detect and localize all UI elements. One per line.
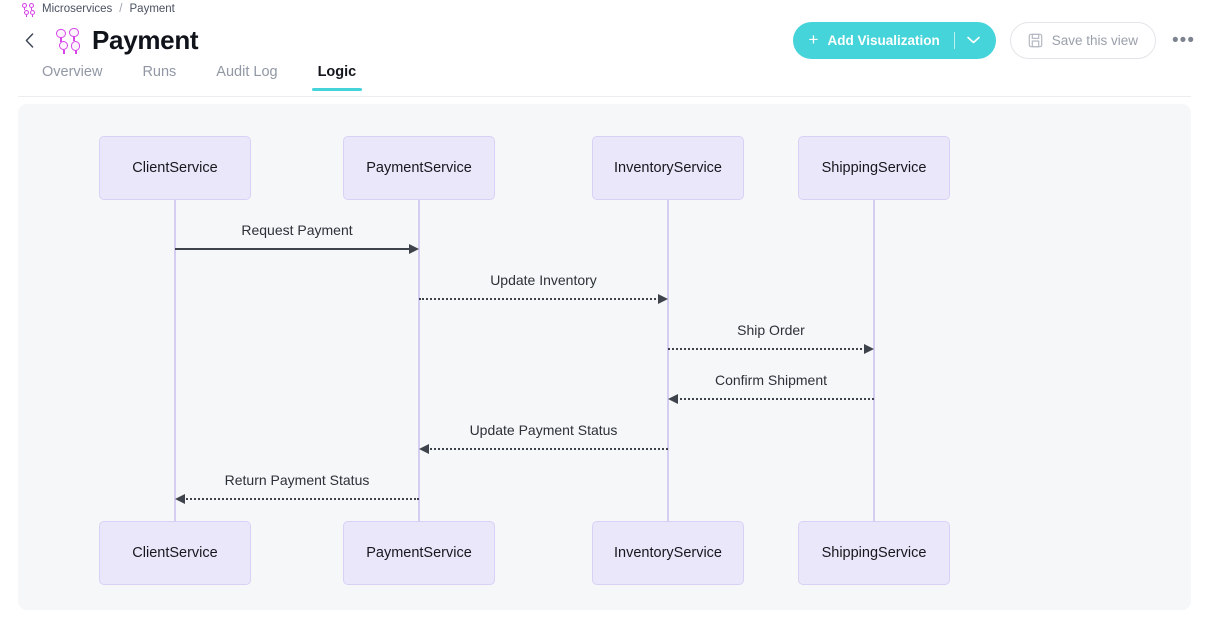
- tab-bar: Overview Runs Audit Log Logic: [0, 60, 1215, 97]
- message-line: [183, 498, 419, 500]
- arrow-head: [419, 443, 429, 454]
- add-visualization-dropdown[interactable]: [966, 36, 980, 44]
- message-line: [676, 398, 874, 400]
- tab-audit-log[interactable]: Audit Log: [216, 64, 278, 80]
- message-label: Update Payment Status: [469, 422, 618, 438]
- participant-box-top[interactable]: InventoryService: [592, 136, 744, 200]
- arrow-head: [409, 243, 419, 254]
- chevron-down-icon: [966, 36, 980, 44]
- tab-overview[interactable]: Overview: [42, 64, 103, 80]
- back-button[interactable]: [22, 30, 36, 50]
- page-title-icon: [56, 27, 81, 54]
- overflow-menu-button[interactable]: •••: [1172, 29, 1195, 51]
- plus-icon: +: [808, 30, 819, 49]
- breadcrumb-separator: /: [119, 3, 123, 15]
- participant-box-bottom[interactable]: ShippingService: [798, 521, 950, 585]
- tab-bar-divider: [18, 96, 1191, 97]
- message-label: Update Inventory: [490, 272, 597, 288]
- participant-box-top[interactable]: PaymentService: [343, 136, 495, 200]
- button-divider: [953, 31, 955, 49]
- message-label: Return Payment Status: [224, 472, 370, 488]
- message-line: [175, 248, 411, 250]
- lifeline: [418, 200, 420, 521]
- add-visualization-label: Add Visualization: [827, 32, 940, 48]
- lifeline: [667, 200, 669, 521]
- chevron-left-icon: [25, 32, 33, 48]
- message-line: [427, 448, 668, 450]
- arrow-head: [175, 493, 185, 504]
- lifeline: [873, 200, 875, 521]
- breadcrumb-root[interactable]: Microservices: [42, 3, 113, 15]
- floppy-save-icon: [1028, 33, 1043, 47]
- participant-box-top[interactable]: ShippingService: [798, 136, 950, 200]
- arrow-head: [658, 293, 668, 304]
- breadcrumb: Microservices / Payment: [22, 0, 175, 18]
- breadcrumb-current[interactable]: Payment: [129, 3, 175, 15]
- add-visualization-button[interactable]: + Add Visualization: [792, 21, 996, 59]
- lifeline: [174, 200, 176, 521]
- message-label: Confirm Shipment: [714, 372, 828, 388]
- microservices-cluster-icon: [22, 2, 35, 17]
- arrow-head: [864, 343, 874, 354]
- message-line: [419, 298, 660, 300]
- save-view-button[interactable]: Save this view: [1009, 21, 1157, 59]
- header-toolbar: + Add Visualization Save this view •••: [792, 21, 1197, 59]
- message-label: Ship Order: [737, 322, 805, 338]
- save-view-label: Save this view: [1051, 32, 1139, 48]
- microservices-cluster-icon: [56, 27, 81, 54]
- header-row: Payment + Add Visualization Save this vi…: [0, 20, 1215, 60]
- participant-box-bottom[interactable]: InventoryService: [592, 521, 744, 585]
- page-title: Payment: [92, 25, 199, 55]
- message-label: Request Payment: [241, 222, 353, 238]
- participant-box-top[interactable]: ClientService: [99, 136, 251, 200]
- arrow-head: [668, 393, 678, 404]
- tab-runs[interactable]: Runs: [142, 64, 177, 80]
- participant-box-bottom[interactable]: PaymentService: [343, 521, 495, 585]
- participant-box-bottom[interactable]: ClientService: [99, 521, 251, 585]
- message-line: [668, 348, 866, 350]
- tab-logic[interactable]: Logic: [298, 60, 377, 91]
